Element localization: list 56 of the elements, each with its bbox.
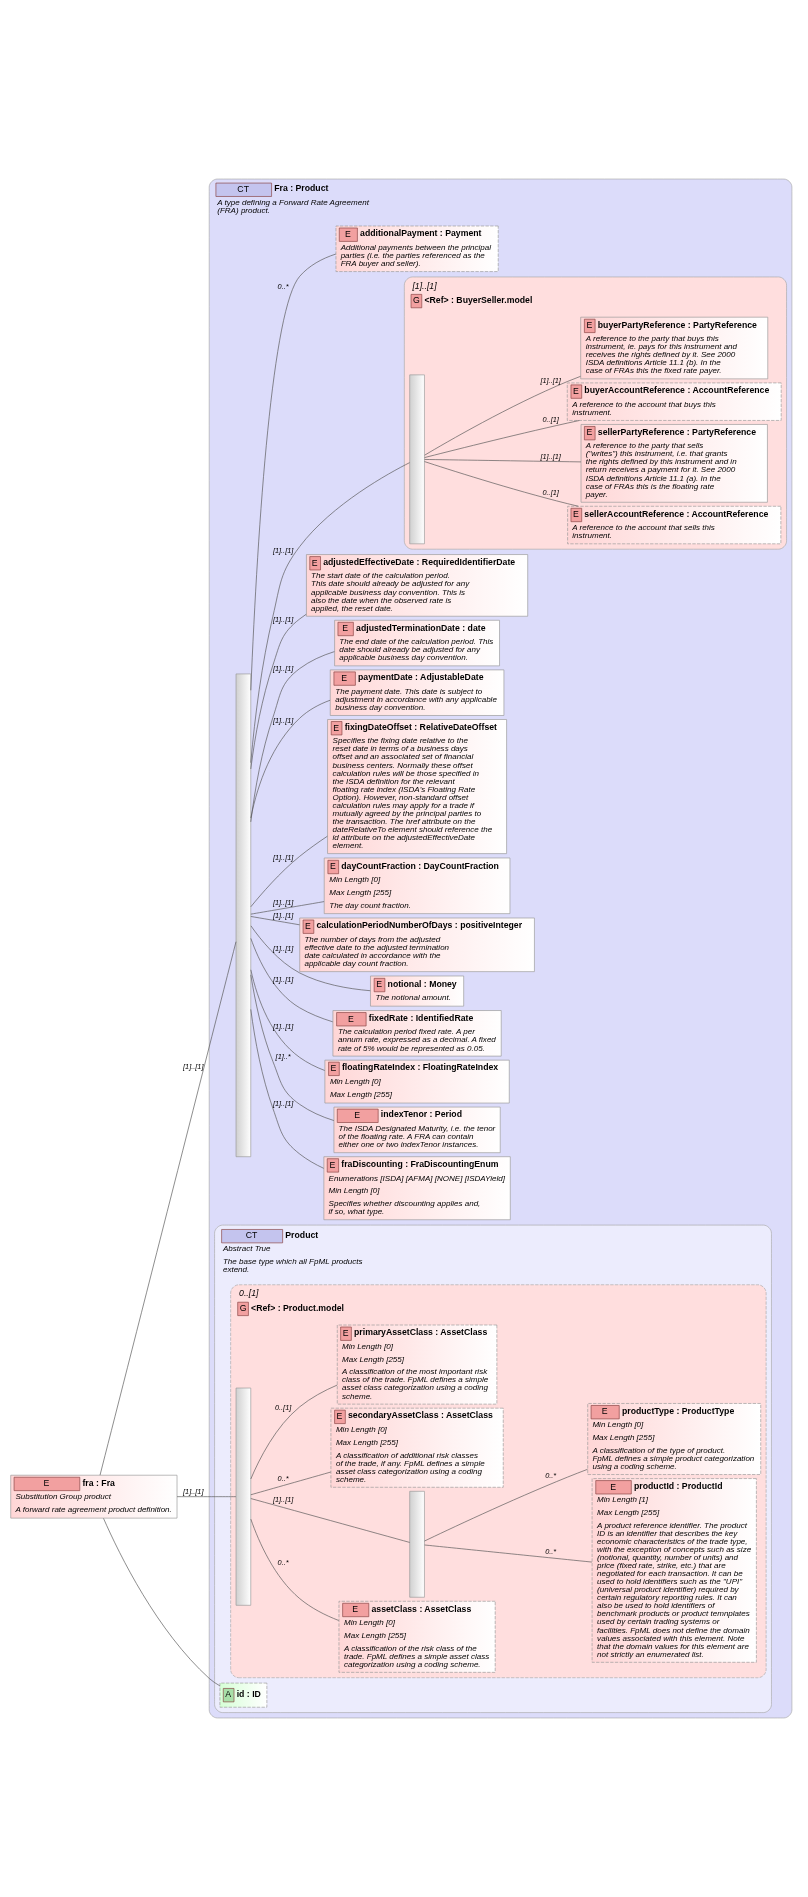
edge-label: [1]..[1] — [183, 1486, 204, 1496]
edge-label: [1]..[1] — [272, 852, 294, 862]
connector — [424, 461, 579, 507]
node-bar — [235, 673, 252, 1158]
connector — [250, 974, 335, 1121]
edge-label: [1]..[1] — [272, 974, 294, 984]
edge-label: 0..* — [277, 1474, 289, 1484]
edge-label: 0..[1] — [274, 1403, 292, 1413]
node-bar — [409, 1490, 425, 1598]
connector — [250, 1384, 338, 1480]
connector — [424, 1469, 588, 1542]
connector — [250, 901, 325, 915]
connector — [250, 835, 328, 908]
edge-label: 0..[1] — [542, 415, 559, 425]
edge-label: [1]..[1] — [540, 451, 561, 461]
edge-label: 0..[1] — [542, 487, 559, 497]
edge-label: 0..* — [545, 1547, 557, 1557]
connector — [250, 916, 300, 926]
connector — [250, 253, 337, 691]
edge-label: [1]..[1] — [540, 375, 561, 385]
edge-label: [1]..[1] — [272, 898, 294, 908]
edge-label: [1]..[1] — [272, 664, 294, 674]
connector — [250, 1471, 332, 1496]
connector — [250, 699, 331, 819]
edge-label: 0..* — [545, 1470, 557, 1480]
connector — [250, 613, 307, 770]
edge-label: [1]..[1] — [272, 1098, 294, 1108]
connector — [250, 938, 334, 1023]
connector — [250, 925, 371, 992]
connector — [250, 969, 326, 1071]
node-bar — [409, 374, 425, 545]
connector — [250, 1009, 324, 1169]
edge-label: [1]..[1] — [272, 615, 294, 625]
node-label: 0..[1] — [239, 1288, 259, 1299]
connector — [424, 459, 582, 463]
connector — [103, 1518, 221, 1687]
connector — [250, 651, 335, 823]
edge-label: [1]..[1] — [183, 1061, 204, 1071]
connector — [250, 462, 410, 763]
node-label: [1]..[1] — [412, 280, 437, 291]
connector — [424, 1544, 593, 1563]
node-bar — [235, 1387, 252, 1606]
edge-label: 0..* — [277, 1557, 289, 1567]
edge-label: [1]..* — [275, 1051, 291, 1061]
edge-label: 0..* — [277, 281, 289, 291]
connector — [99, 941, 237, 1476]
connector — [250, 1518, 340, 1621]
connector — [176, 1496, 237, 1497]
edge-label: [1]..[1] — [272, 910, 294, 920]
connector — [250, 1498, 411, 1543]
edge-label: [1]..[1] — [272, 943, 294, 953]
edge-label: [1]..[1] — [272, 546, 294, 556]
edge-label: [1]..[1] — [272, 716, 294, 726]
edge-label: [1]..[1] — [272, 1494, 294, 1504]
connector — [424, 420, 580, 458]
edge-label: [1]..[1] — [272, 1021, 294, 1031]
